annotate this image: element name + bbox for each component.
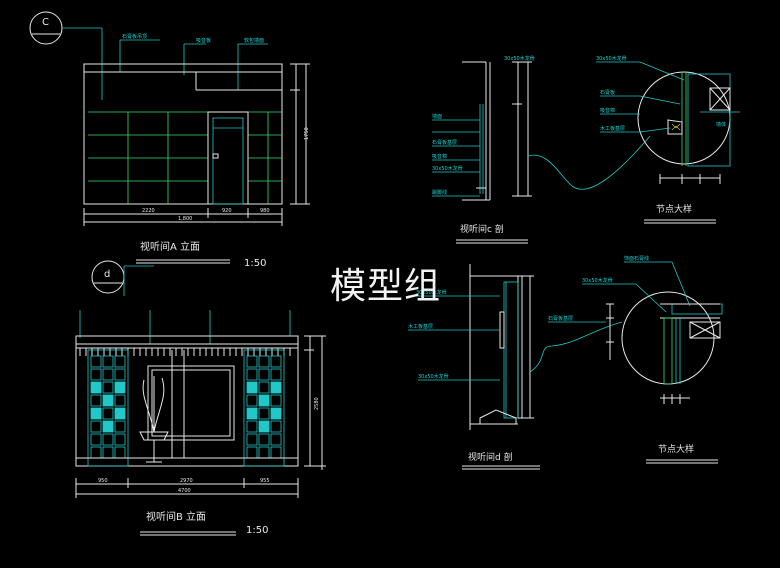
note-c-0: 30x50木龙骨: [504, 55, 535, 62]
note-d1-3: 木工板基层: [600, 125, 625, 132]
section-c: 30x50木龙骨 墙面 石膏板基层 吸音棉 30x50木龙骨 踢脚线 视听间c …: [432, 55, 651, 244]
dim-b-1: 2970: [180, 478, 193, 484]
note-c-5: 踢脚线: [432, 189, 447, 196]
title-detail-2: 节点大样: [658, 443, 694, 455]
title-detail-1: 节点大样: [656, 203, 692, 215]
note-d1-0: 30x50木龙骨: [596, 55, 627, 62]
dim-b-3: 4700: [178, 488, 191, 494]
dim-a-0: 2220: [142, 208, 155, 214]
note-d-1: 木工板基层: [408, 323, 433, 330]
note-c-2: 石膏板基层: [432, 139, 457, 146]
note-d2-0: 饰面石膏线: [624, 255, 649, 262]
title-c: 视听间c 剖: [460, 223, 504, 235]
watermark: 模型组: [330, 266, 441, 307]
note-c-1: 墙面: [432, 113, 442, 120]
view-tag-b: d: [104, 269, 110, 280]
dim-b-0: 950: [98, 478, 108, 484]
section-d: 30x50木龙骨 木工板基层 30x50木龙骨 视听间d 剖: [408, 264, 623, 470]
dim-b-2: 955: [260, 478, 270, 484]
svg-text:吸音板: 吸音板: [196, 37, 211, 44]
elevation-a: C 石膏板吊顶 吸音板 软包墙面: [29, 11, 310, 269]
note-d1-2: 吸音棉: [600, 107, 615, 114]
dim-a-4: 1750: [304, 127, 310, 140]
svg-text:软包墙面: 软包墙面: [244, 37, 264, 44]
title-d: 视听间d 剖: [468, 451, 513, 463]
note-c-4: 30x50木龙骨: [432, 165, 463, 172]
detail-2: 饰面石膏线 30x50木龙骨 石膏板基层 节点大样: [548, 255, 723, 464]
detail-1: 30x50木龙骨 石膏板 吸音棉 木工板基层 墙体 节点大样: [596, 55, 740, 224]
note-d1-4: 墙体: [716, 121, 726, 128]
dim-a-1: 920: [222, 208, 232, 214]
dim-a-3: 1,800: [178, 216, 192, 222]
dim-a-2: 980: [260, 208, 270, 214]
svg-text:石膏板吊顶: 石膏板吊顶: [122, 33, 147, 40]
note-d2-1: 30x50木龙骨: [582, 277, 613, 284]
note-d-0: 30x50木龙骨: [416, 289, 447, 296]
title-a: 视听间A 立面: [140, 240, 200, 253]
note-d-2: 30x50木龙骨: [418, 373, 449, 380]
elevation-b: d: [75, 260, 326, 536]
scale-b: 1:50: [246, 525, 268, 536]
note-d1-1: 石膏板: [600, 89, 615, 96]
note-c-3: 吸音棉: [432, 153, 447, 160]
view-tag-a: C: [42, 17, 49, 28]
note-d2-2: 石膏板基层: [548, 315, 573, 322]
scale-a: 1:50: [244, 258, 266, 269]
title-b: 视听间B 立面: [146, 510, 206, 523]
dim-b-4: 2580: [314, 397, 320, 410]
